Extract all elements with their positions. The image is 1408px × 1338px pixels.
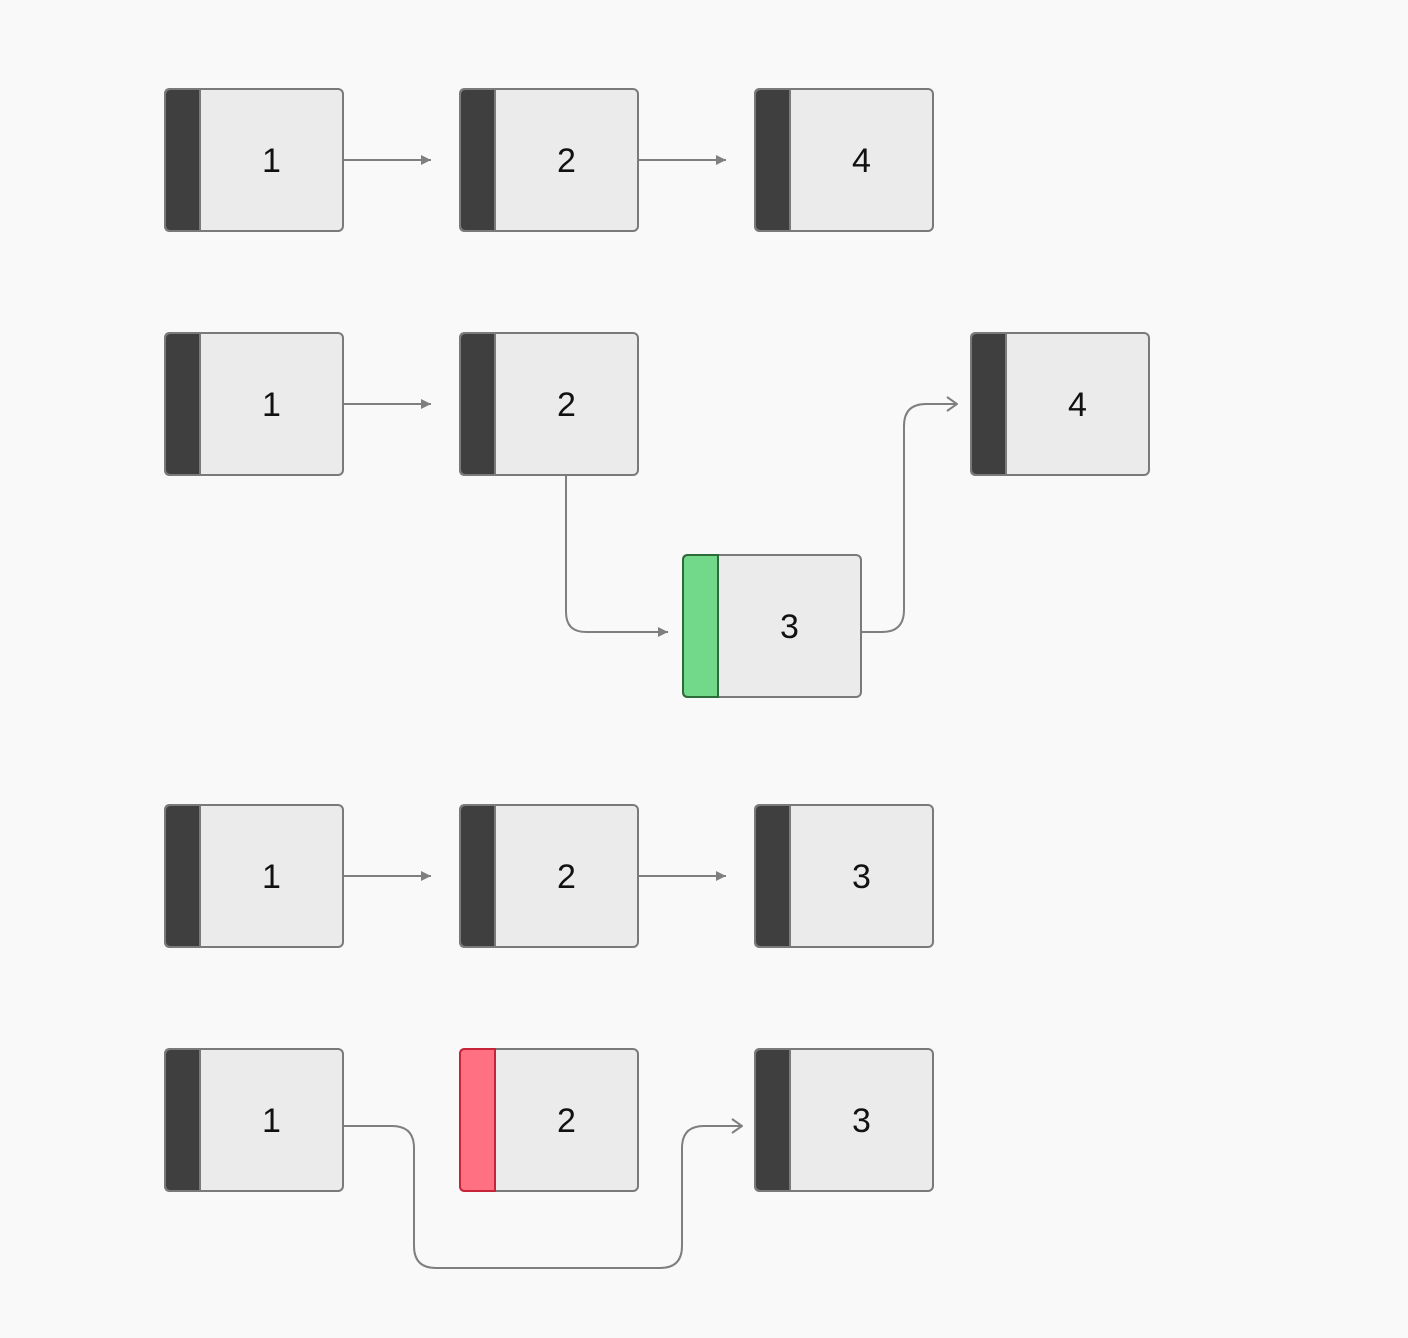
bar-fill-edge [710, 556, 719, 696]
node-value-label: 2 [557, 858, 576, 896]
bar-fill-edge [487, 806, 496, 946]
node-value-label: 2 [557, 1102, 576, 1140]
bar-outline [754, 804, 791, 948]
list-node-default: 4 [970, 332, 1150, 476]
node-state-bar [166, 1050, 201, 1190]
node-value-label: 2 [557, 142, 576, 180]
node-value-label: 3 [852, 1102, 871, 1140]
list-before-insert: 1 2 4 [164, 88, 934, 232]
list-node-default: 2 [459, 88, 639, 232]
node-state-bar [756, 90, 791, 230]
list-node-default: 3 [754, 1048, 934, 1192]
node-state-bar [972, 334, 1007, 474]
bar-outline [459, 1048, 496, 1192]
bar-outline [754, 1048, 791, 1192]
bar-outline [459, 804, 496, 948]
node-state-bar [684, 556, 719, 696]
bar-fill-edge [782, 806, 791, 946]
list-node-removed: 2 [459, 1048, 639, 1192]
list-delete-step: 1 2 3 [164, 1048, 934, 1192]
bar-outline [682, 554, 719, 698]
bar-fill-edge [782, 90, 791, 230]
bar-outline [970, 332, 1007, 476]
bar-fill-edge [487, 90, 496, 230]
node-value-label: 3 [852, 858, 871, 896]
list-node-default: 1 [164, 804, 344, 948]
node-value-label: 3 [780, 608, 799, 646]
list-node-default: 1 [164, 88, 344, 232]
list-insert-step: 1 2 3 4 [164, 332, 1150, 698]
node-value-label: 1 [262, 386, 281, 424]
node-state-bar [166, 334, 201, 474]
node-state-bar [756, 806, 791, 946]
edges-layer [343, 155, 957, 1269]
bar-outline [459, 332, 496, 476]
bar-fill-edge [192, 806, 201, 946]
bar-fill-edge [192, 334, 201, 474]
bar-fill-edge [192, 1050, 201, 1190]
next-pointer-arrow [343, 1126, 742, 1269]
node-state-bar [166, 90, 201, 230]
list-node-default: 1 [164, 332, 344, 476]
node-value-label: 1 [262, 142, 281, 180]
bar-outline [164, 88, 201, 232]
bar-outline [754, 88, 791, 232]
node-value-label: 2 [557, 386, 576, 424]
list-node-default: 2 [459, 804, 639, 948]
node-state-bar [461, 806, 496, 946]
next-pointer-arrow [565, 476, 668, 637]
list-node-default: 4 [754, 88, 934, 232]
list-node-default: 2 [459, 332, 639, 476]
node-state-bar [461, 334, 496, 474]
bar-fill-edge [998, 334, 1007, 474]
node-value-label: 4 [852, 142, 871, 180]
bar-outline [164, 1048, 201, 1192]
next-pointer-arrow [861, 404, 957, 633]
node-value-label: 1 [262, 1102, 281, 1140]
list-before-delete: 1 2 3 [164, 804, 934, 948]
node-value-label: 1 [262, 858, 281, 896]
bar-outline [164, 332, 201, 476]
node-value-label: 4 [1068, 386, 1087, 424]
node-state-bar [461, 90, 496, 230]
node-state-bar [166, 806, 201, 946]
bar-fill-edge [192, 90, 201, 230]
bar-fill-edge [487, 1050, 496, 1190]
list-node-default: 1 [164, 1048, 344, 1192]
list-node-inserted: 3 [682, 554, 862, 698]
bar-outline [164, 804, 201, 948]
nodes-layer: 1 2 4 1 2 3 4 1 2 3 1 2 3 [164, 88, 1150, 1192]
node-state-bar [756, 1050, 791, 1190]
node-state-bar [461, 1050, 496, 1190]
bar-fill-edge [487, 334, 496, 474]
list-node-default: 3 [754, 804, 934, 948]
bar-outline [459, 88, 496, 232]
bar-fill-edge [782, 1050, 791, 1190]
